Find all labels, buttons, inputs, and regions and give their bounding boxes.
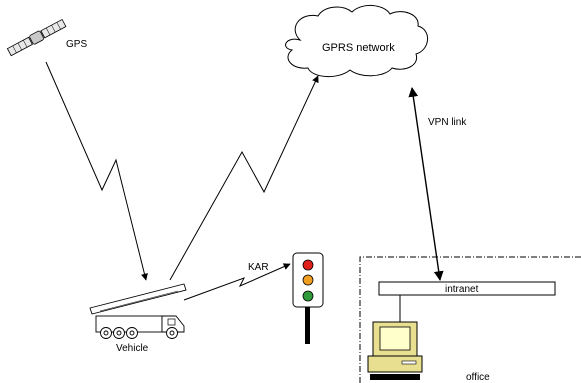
traffic-light-red xyxy=(302,259,314,271)
vehicle-to-gprs-link xyxy=(169,75,319,281)
vpn-link-arrow xyxy=(408,87,444,281)
office-label: office xyxy=(466,372,490,383)
traffic-light-green xyxy=(302,290,314,302)
intranet-bar xyxy=(378,281,556,296)
kar-label: KAR xyxy=(248,262,269,273)
kar-link xyxy=(183,263,291,301)
vpn-link-label: VPN link xyxy=(428,117,467,128)
traffic-light-amber xyxy=(302,274,314,286)
intranet-label: intranet xyxy=(445,284,479,295)
computer-icon xyxy=(367,321,423,380)
gps-satellite-icon xyxy=(6,18,67,57)
gps-label: GPS xyxy=(66,39,87,50)
vehicle-truck-icon xyxy=(89,283,187,339)
gprs-cloud-shape xyxy=(285,5,428,77)
gprs-network-label: GPRS network xyxy=(322,42,395,54)
gps-to-vehicle-link xyxy=(45,61,148,281)
office-boundary xyxy=(359,256,581,383)
traffic-light-icon xyxy=(292,252,324,344)
vehicle-label: Vehicle xyxy=(116,343,149,354)
